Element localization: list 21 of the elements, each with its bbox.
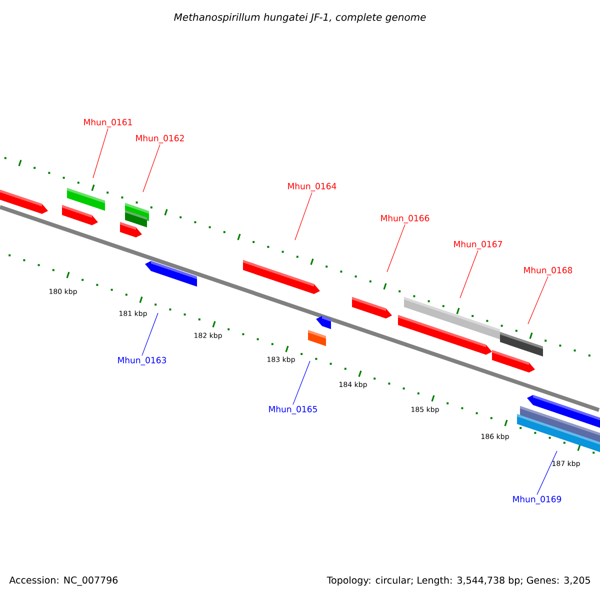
gene-label: Mhun_0169 bbox=[513, 496, 562, 504]
leader-line bbox=[92, 128, 108, 178]
gene-label: Mhun_0162 bbox=[136, 134, 184, 144]
leader-line bbox=[386, 224, 406, 272]
leader-line bbox=[536, 450, 558, 495]
title: Methanospirillum hungatei JF-1, complete genome bbox=[174, 13, 426, 23]
genome-info-text: Topology: circular; Length: 3,544,738 bp; Genes: 3,205 bbox=[326, 576, 590, 586]
gene-label: Mhun_0161 bbox=[84, 118, 132, 128]
leader-line bbox=[528, 276, 548, 324]
accession-text: Accession: NC_007796 bbox=[9, 576, 118, 586]
gene-label: Mhun_0164 bbox=[288, 182, 336, 192]
gene-label: Mhun_0167 bbox=[454, 240, 502, 250]
gene-label: Mhun_0163 bbox=[118, 356, 166, 366]
gene-label: Mhun_0168 bbox=[524, 266, 572, 276]
leader-line bbox=[294, 192, 312, 240]
leader-line bbox=[142, 144, 160, 192]
leader-line bbox=[292, 360, 310, 405]
leader-line bbox=[142, 312, 158, 356]
leader-line bbox=[460, 250, 478, 298]
gene-label: Mhun_0166 bbox=[381, 214, 430, 224]
gene-label: Mhun_0165 bbox=[269, 406, 317, 414]
